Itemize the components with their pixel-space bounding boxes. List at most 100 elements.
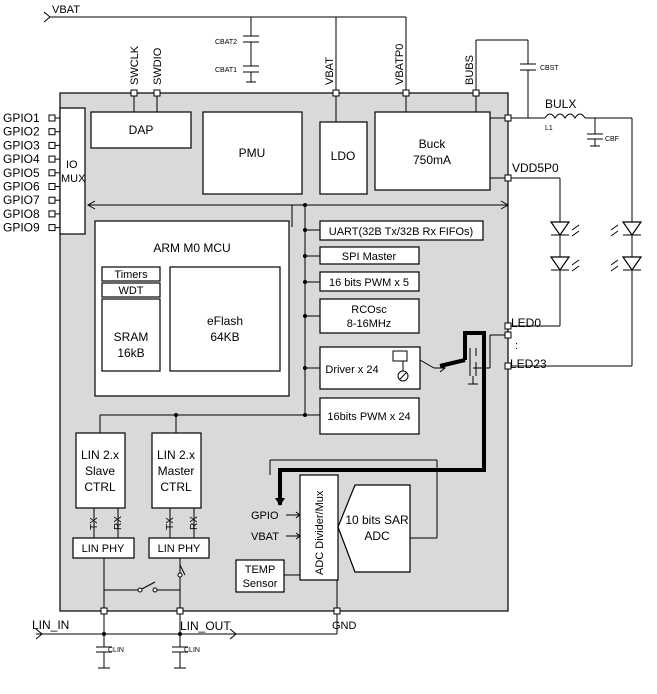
gpio-pin-pad (48, 183, 56, 190)
lin-slave-title: LIN 2.x (81, 448, 119, 462)
clin-right-label: CLIN (184, 647, 200, 654)
ldo-label: LDO (331, 149, 356, 163)
pwm24-block (319, 397, 420, 435)
gpio-pin-pad (48, 224, 56, 232)
uart-label: UART(32B Tx/32B Rx FIFOs) (329, 226, 473, 238)
uart-block (319, 220, 484, 241)
lin-phy-slave-block (72, 537, 135, 559)
driver-label: Driver x 24 (325, 364, 378, 376)
swclk-pin-label: SWCLK (129, 45, 141, 85)
cbat2-label: CBAT2 (215, 39, 237, 46)
gpio-pin-label: GPIO6 (3, 180, 40, 194)
gpio-pin-label: GPIO1 (3, 111, 40, 125)
pmu-block (202, 111, 303, 195)
lin-master-role: Master (158, 464, 195, 478)
slave-tx-label: TX (89, 517, 100, 530)
adc-mux-label: ADC Divider/Mux (314, 490, 326, 575)
adc-sense-arrow (275, 498, 285, 506)
mcu-label: ARM M0 MCU (153, 241, 230, 255)
led-string-right (610, 221, 643, 272)
rcosc-label: RCOsc (351, 304, 387, 316)
gpio-pin-label: GPIO5 (3, 166, 40, 180)
lin-master-title: LIN 2.x (157, 448, 195, 462)
spi-label: SPI Master (342, 251, 397, 263)
sar-adc-block (337, 484, 411, 573)
driver-sense-link (439, 358, 466, 368)
swdio-pin-label: SWDIO (152, 47, 164, 85)
lin-master-ctrl: CTRL (160, 480, 192, 494)
sar-adc-unit-label: ADC (364, 529, 390, 543)
sar-adc-label: 10 bits SAR (345, 513, 409, 527)
vdd5p0-label: VDD5P0 (512, 161, 559, 175)
gpio-pin-label: GPIO7 (3, 193, 40, 207)
slave-rx-label: RX (113, 516, 124, 530)
gnd-label: GND (332, 620, 357, 632)
gpio-pin-pad (48, 196, 56, 204)
temp-label: TEMP (245, 564, 276, 576)
gpio-pin-pad (48, 210, 56, 218)
gpio-pin-label: GPIO2 (3, 125, 40, 139)
vbatp0-pin-label: VBATP0 (394, 44, 406, 85)
led0-label: LED0 (511, 316, 541, 330)
dap-label: DAP (129, 123, 154, 137)
master-rx-label: RX (189, 516, 200, 530)
buck-label: Buck (419, 137, 447, 151)
eflash-size-label: 64KB (210, 330, 239, 344)
master-tx-label: TX (165, 517, 176, 530)
lin-slave-ctrl-block (75, 432, 126, 509)
buck-block (374, 111, 491, 191)
gpio-pin-pad (48, 155, 56, 163)
sram-size-label: 16kB (117, 346, 144, 360)
junction-dots (174, 203, 307, 417)
l1-label: L1 (545, 125, 553, 132)
gpio-pin-pad (48, 114, 56, 122)
gpio-pin-pad (48, 169, 56, 177)
led23-label: LED23 (510, 357, 547, 371)
spi-block (319, 246, 420, 265)
gpio-pin-label: GPIO8 (3, 207, 40, 221)
wdt-label: WDT (118, 285, 143, 297)
temp-sensor-block (235, 559, 285, 593)
vbat-supply-label: VBAT (52, 4, 80, 16)
gpio-pin-label: GPIO3 (3, 138, 40, 152)
rcosc-freq-label: 8-16MHz (347, 318, 392, 330)
cbat1-label: CBAT1 (215, 67, 237, 74)
bottom-wiring (35, 614, 338, 669)
lin-phy-master-block (148, 537, 210, 559)
clin-left-label: CLIN (108, 647, 124, 654)
mux-label: MUX (61, 173, 86, 185)
sram-block (101, 298, 161, 372)
adc-gpio-input-label: GPIO (251, 510, 279, 522)
buck-current-label: 750mA (413, 153, 451, 167)
io-mux-block (59, 107, 86, 235)
bulx-label: BULX (545, 97, 576, 111)
sensor-label: Sensor (243, 578, 278, 590)
internal-wiring (86, 93, 510, 610)
eflash-label: eFlash (207, 314, 243, 328)
pwm24-label: 16bits PWM x 24 (327, 411, 410, 423)
driver-symbol (392, 350, 409, 382)
bubs-pin-label: BUBS (464, 55, 476, 85)
led-ellipsis: : (515, 340, 518, 352)
lin-out-label: LIN_OUT (180, 619, 231, 633)
gpio-pin-label: GPIO4 (3, 152, 40, 166)
adc-mux-block (299, 474, 339, 581)
pwm5-label: 16 bits PWM x 5 (329, 277, 409, 289)
lin-slave-ctrl: CTRL (84, 480, 116, 494)
lin-master-ctrl-block (151, 432, 202, 509)
gpio-pin-pad (48, 141, 56, 149)
led-string-left (549, 221, 580, 272)
ldo-block (319, 121, 368, 195)
timers-label: Timers (114, 269, 148, 281)
cbst-label: CBST (540, 65, 559, 72)
pmu-label: PMU (239, 146, 266, 160)
rcosc-block (319, 298, 420, 334)
wdt-block (101, 282, 161, 298)
adc-vbat-input-label: VBAT (251, 531, 279, 543)
timers-block (101, 266, 161, 282)
io-label: IO (66, 159, 78, 171)
gpio-pin-pad (48, 128, 56, 136)
vbat-pin-label: VBAT (324, 57, 336, 85)
sram-label: SRAM (114, 330, 149, 344)
